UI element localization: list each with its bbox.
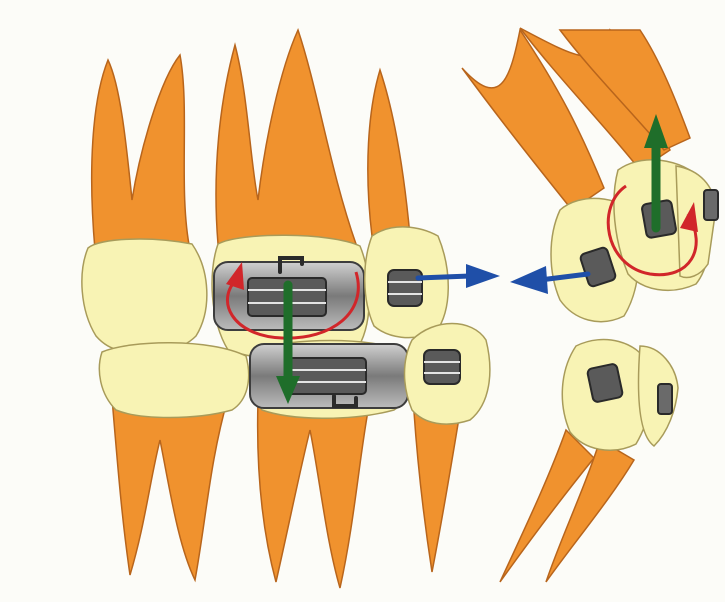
lower-first-molar xyxy=(99,343,248,580)
upper-first-molar xyxy=(82,55,207,351)
lower-right-lateral-bracket xyxy=(658,384,672,414)
upper-molar-crown xyxy=(82,239,207,351)
upper-canine xyxy=(365,70,449,338)
left-teeth-group xyxy=(82,30,500,588)
lower-right-canine-bracket xyxy=(587,363,623,402)
lower-canine-bracket xyxy=(424,350,460,384)
upper-right-lateral-bracket xyxy=(704,190,718,220)
lower-canine xyxy=(405,324,490,573)
upper-canine-root xyxy=(368,70,410,236)
lower-molar-crown xyxy=(99,343,248,418)
lower-molar-root xyxy=(112,398,228,580)
upper-molar-root xyxy=(92,55,190,250)
right-teeth-group xyxy=(462,28,718,582)
lower-premolar-root xyxy=(258,400,370,588)
upper-canine-bracket xyxy=(388,270,422,306)
lower-canine-root xyxy=(414,412,460,572)
lower-second-premolar xyxy=(249,341,409,589)
upper-premolar-root xyxy=(216,30,356,244)
